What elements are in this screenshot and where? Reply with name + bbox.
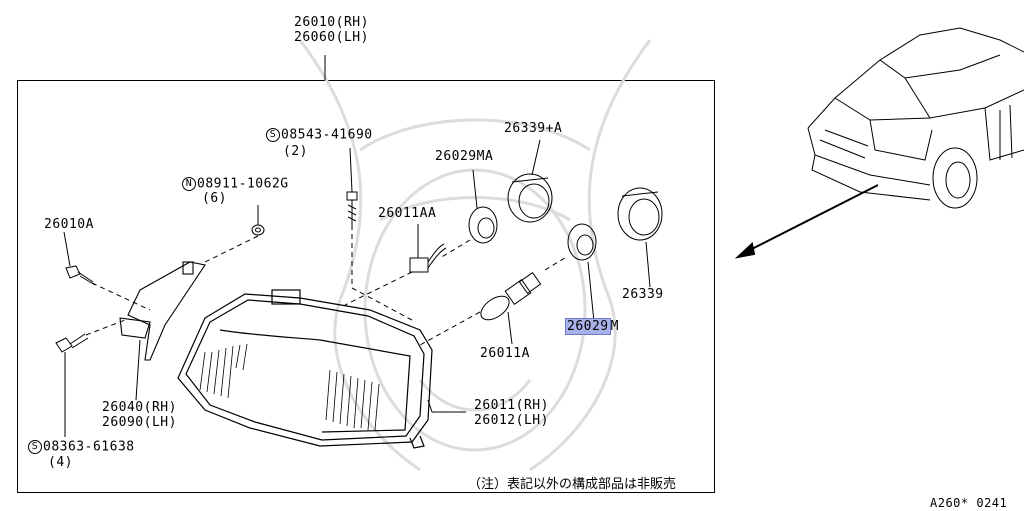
highlighted-part-number[interactable]: 26029 (565, 318, 611, 335)
label-26040-rh: 26040(RH) (102, 400, 177, 415)
diagram-code: A260* 0241 (930, 496, 1008, 510)
label-26060-lh: 26060(LH) (294, 30, 369, 45)
label-26010-rh: 26010(RH) (294, 15, 369, 30)
label-26011a: 26011A (480, 346, 530, 361)
bulb-26011a (480, 271, 542, 321)
screw-08543 (346, 191, 358, 225)
s-circle-icon: S (266, 128, 280, 142)
label-26011aa: 26011AA (378, 206, 437, 221)
label-26012-lh: 26012(LH) (474, 413, 549, 428)
label-26011-rh: 26011(RH) (474, 398, 549, 413)
bracket (119, 261, 206, 361)
cap-26029ma (468, 206, 498, 244)
ring-26339 (617, 187, 663, 241)
location-arrow (734, 184, 879, 259)
label-26339: 26339 (622, 287, 664, 302)
qty-08543: (2) (283, 144, 308, 159)
socket-26011aa (409, 243, 447, 273)
bolt-08363 (55, 333, 89, 353)
label-26339a: 26339+A (504, 121, 563, 136)
headlamp-unit (177, 289, 433, 449)
n-circle-icon: N (182, 177, 196, 191)
vehicle-location-sketch (807, 27, 1024, 209)
cap-26029m (567, 223, 597, 261)
s-circle-icon: S (28, 440, 42, 454)
watermark-logo (298, 39, 652, 472)
label-26010a: 26010A (44, 217, 94, 232)
bolt-26010a (65, 265, 96, 286)
footnote: （注）表記以外の構成部品は非販売 (468, 477, 677, 492)
qty-08363: (4) (48, 455, 73, 470)
qty-08911: (6) (202, 191, 227, 206)
label-26029ma: 26029MA (435, 149, 494, 164)
washer-08911 (251, 224, 265, 236)
diagram-frame (17, 80, 715, 493)
ring-26339a (507, 173, 553, 223)
label-26090-lh: 26090(LH) (102, 415, 177, 430)
